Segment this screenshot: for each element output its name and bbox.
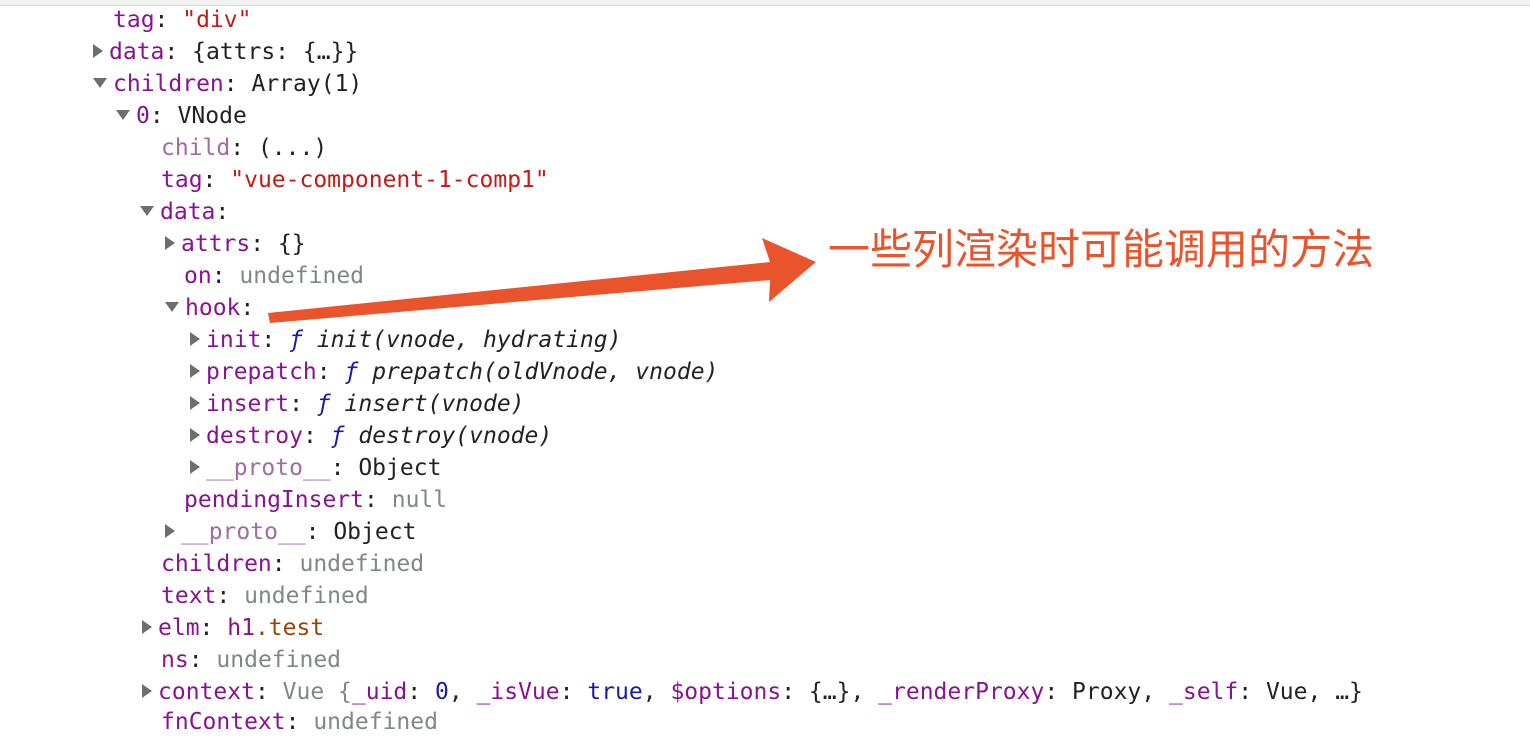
prop-children[interactable]: children: Array(1): [93, 68, 362, 100]
expand-arrow-icon[interactable]: [190, 427, 200, 442]
window-top-edge: [0, 0, 1530, 6]
data-proto[interactable]: __proto__: Object: [165, 516, 416, 548]
prop-tag: tag: "div": [113, 7, 252, 33]
prop-text: text: undefined: [161, 583, 369, 609]
expand-arrow-icon[interactable]: [190, 459, 200, 474]
collapse-arrow-icon[interactable]: [93, 77, 107, 88]
prop-hook[interactable]: hook:: [165, 292, 254, 324]
expand-arrow-icon[interactable]: [190, 331, 200, 346]
prop-attrs[interactable]: attrs: {}: [165, 228, 306, 260]
expand-arrow-icon[interactable]: [190, 363, 200, 378]
expand-arrow-icon[interactable]: [142, 619, 152, 634]
hook-init[interactable]: init: ƒ init(vnode, hydrating): [190, 324, 621, 356]
prop-vnode-data[interactable]: data:: [140, 196, 229, 228]
prop-vnode-0[interactable]: 0: VNode: [116, 100, 247, 132]
expand-arrow-icon[interactable]: [165, 523, 175, 538]
expand-arrow-icon[interactable]: [190, 395, 200, 410]
hook-insert[interactable]: insert: ƒ insert(vnode): [190, 388, 525, 420]
prop-elm[interactable]: elm: h1.test: [142, 612, 324, 644]
expand-arrow-icon[interactable]: [93, 43, 103, 58]
prop-data[interactable]: data: {attrs: {…}}: [93, 36, 358, 68]
prop-pending-insert: pendingInsert: null: [184, 487, 448, 513]
prop-on: on: undefined: [184, 263, 365, 289]
hook-proto[interactable]: __proto__: Object: [190, 452, 441, 484]
expand-arrow-icon[interactable]: [165, 235, 175, 250]
collapse-arrow-icon[interactable]: [116, 109, 130, 120]
prop-ns: ns: undefined: [161, 647, 342, 673]
expand-arrow-icon[interactable]: [142, 683, 152, 698]
annotation-note: 一些列渲染时可能调用的方法: [828, 225, 1375, 274]
prop-vnode-children: children: undefined: [161, 551, 425, 577]
prop-vnode-tag: tag: "vue-component-1-comp1": [161, 167, 549, 193]
collapse-arrow-icon[interactable]: [165, 301, 179, 312]
prop-context[interactable]: context: Vue {_uid: 0, _isVue: true, $op…: [142, 676, 1363, 708]
collapse-arrow-icon[interactable]: [140, 205, 154, 216]
hook-prepatch[interactable]: prepatch: ƒ prepatch(oldVnode, vnode): [190, 356, 718, 388]
prop-child[interactable]: child: (...): [161, 135, 328, 161]
hook-destroy[interactable]: destroy: ƒ destroy(vnode): [190, 420, 552, 452]
